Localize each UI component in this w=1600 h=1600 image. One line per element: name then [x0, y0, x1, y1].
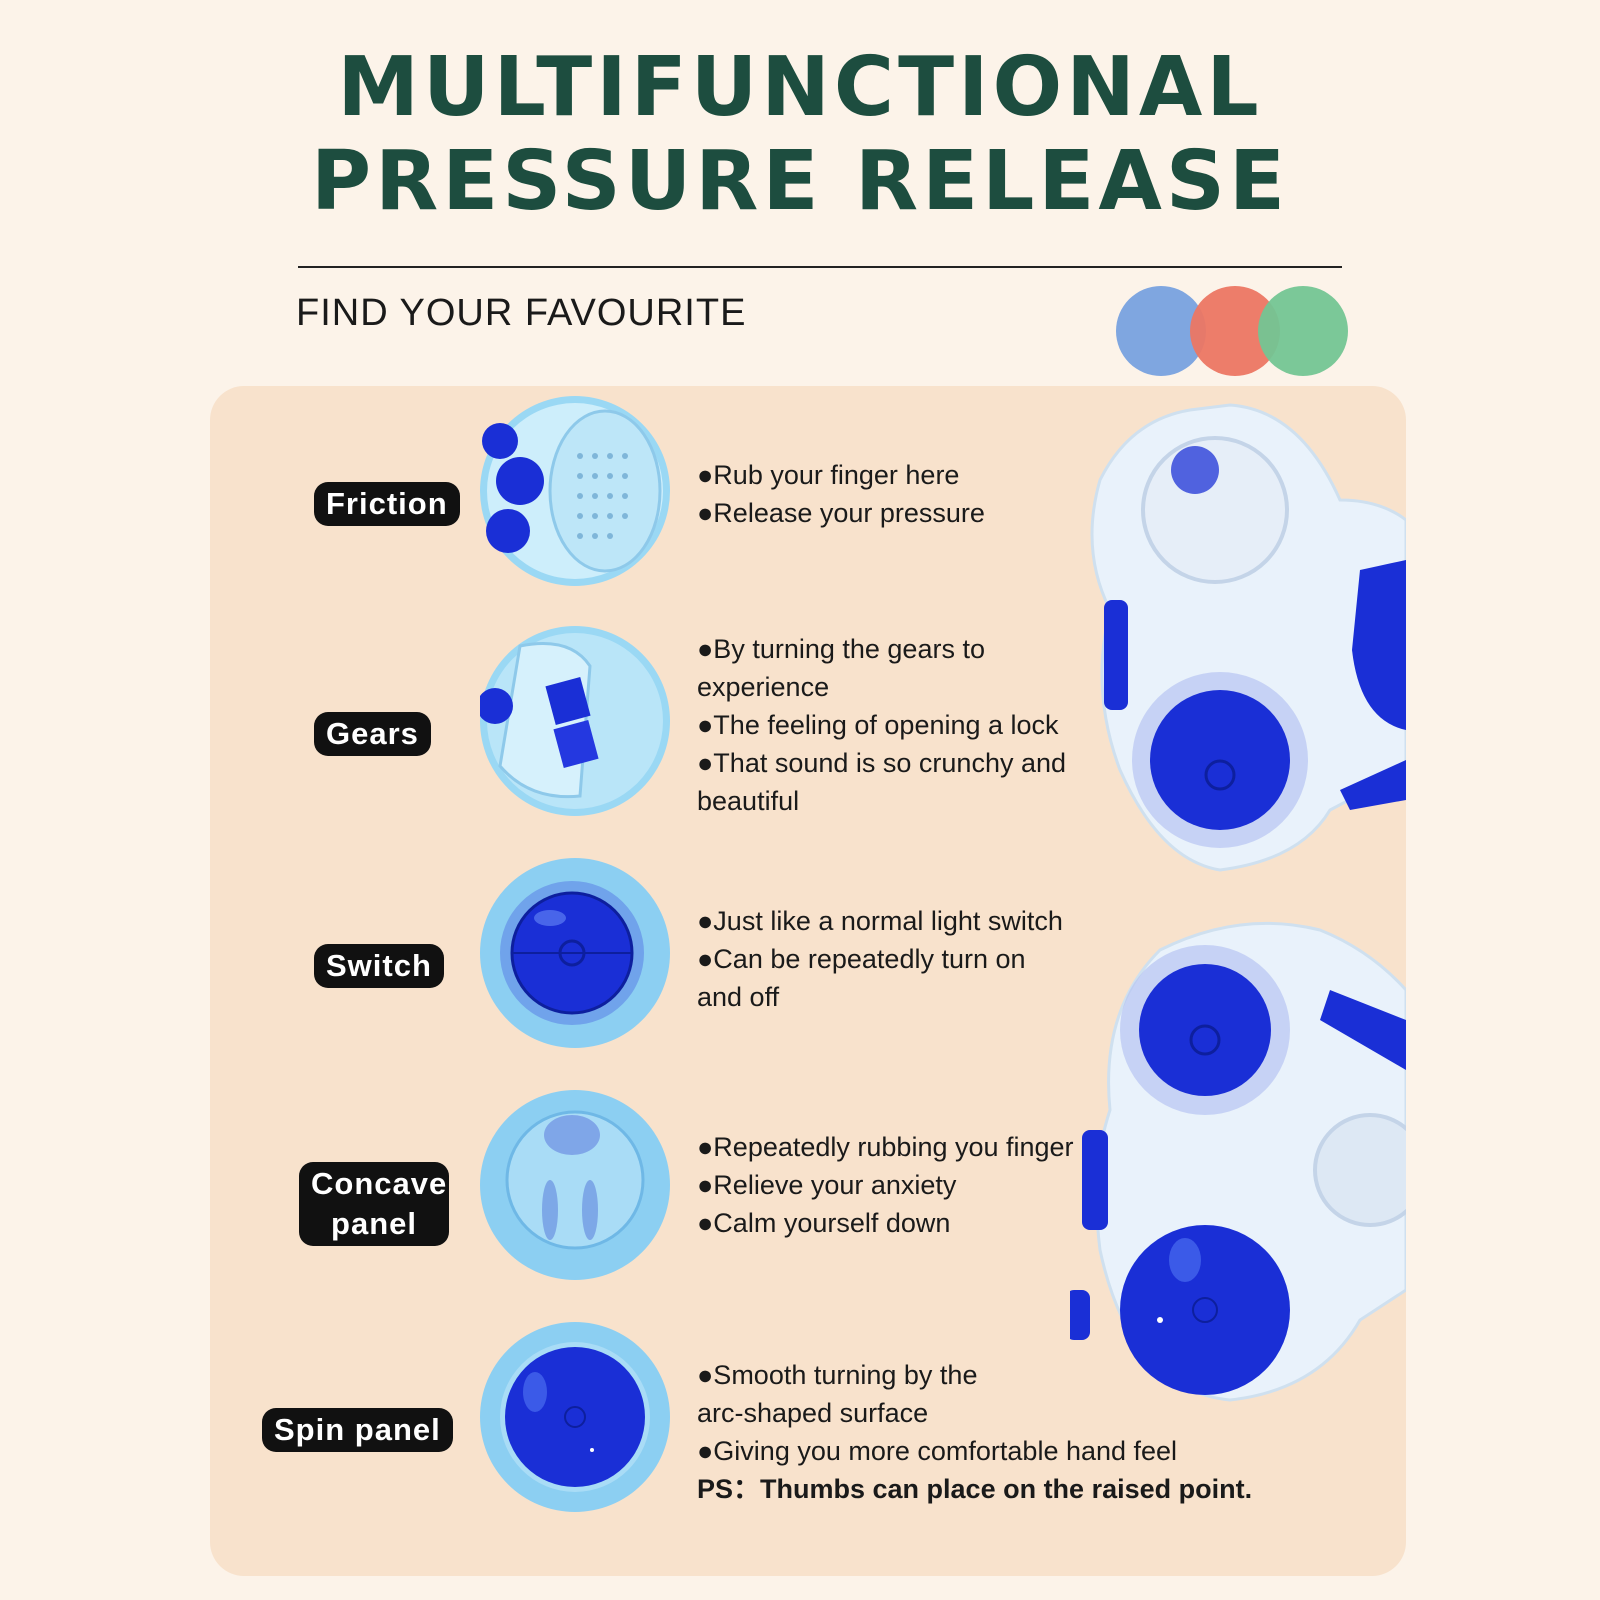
desc-line: ●Repeatedly rubbing you finger	[697, 1132, 1074, 1162]
feature-desc-spin-panel: ●Smooth turning by the arc-shaped surfac…	[697, 1356, 1252, 1508]
friction-icon	[480, 396, 670, 586]
desc-line: ●Just like a normal light switch	[697, 906, 1063, 936]
feature-label-friction: Friction	[314, 482, 460, 526]
concave-panel-icon	[480, 1090, 670, 1280]
desc-line: ●Calm yourself down	[697, 1208, 951, 1238]
color-swatches	[1116, 286, 1348, 376]
color-swatch-green[interactable]	[1258, 286, 1348, 376]
desc-line: ●By turning the gears to	[697, 634, 985, 664]
desc-line: ●Smooth turning by the	[697, 1360, 978, 1390]
label-line: panel	[331, 1206, 417, 1241]
feature-label-spin-panel: Spin panel	[262, 1408, 453, 1452]
desc-line: ●Relieve your anxiety	[697, 1170, 957, 1200]
fidget-pad-product-image	[1070, 403, 1406, 1402]
feature-label-switch: Switch	[314, 944, 444, 988]
desc-line: ●Giving you more comfortable hand feel	[697, 1436, 1178, 1466]
divider	[298, 266, 1342, 268]
subtitle: FIND YOUR FAVOURITE	[296, 292, 747, 334]
desc-line: beautiful	[697, 786, 800, 816]
page-title-line2: PRESSURE RELEASE	[311, 134, 1289, 229]
feature-desc-friction: ●Rub your finger here ●Release your pres…	[697, 456, 985, 532]
desc-line: ●Can be repeatedly turn on	[697, 944, 1026, 974]
desc-line: and off	[697, 982, 780, 1012]
desc-line: experience	[697, 672, 830, 702]
desc-line: ●The feeling of opening a lock	[697, 710, 1059, 740]
desc-line: arc-shaped surface	[697, 1398, 929, 1428]
feature-label-gears: Gears	[314, 712, 431, 756]
desc-line: ●Rub your finger here	[697, 460, 960, 490]
desc-line: ●That sound is so crunchy and	[697, 748, 1067, 778]
label-line: Concave	[311, 1166, 448, 1201]
switch-icon	[480, 858, 670, 1048]
page-title-line1: MULTIFUNCTIONAL	[337, 40, 1263, 135]
desc-note: PS：Thumbs can place on the raised point.	[697, 1474, 1253, 1504]
feature-desc-switch: ●Just like a normal light switch ●Can be…	[697, 902, 1063, 1016]
feature-desc-concave-panel: ●Repeatedly rubbing you finger ●Relieve …	[697, 1128, 1074, 1242]
feature-label-concave-panel: Concave panel	[299, 1162, 449, 1246]
desc-line: ●Release your pressure	[697, 498, 985, 528]
feature-desc-gears: ●By turning the gears to experience ●The…	[697, 630, 1066, 820]
gears-icon	[480, 626, 670, 816]
spin-panel-icon	[480, 1322, 670, 1512]
